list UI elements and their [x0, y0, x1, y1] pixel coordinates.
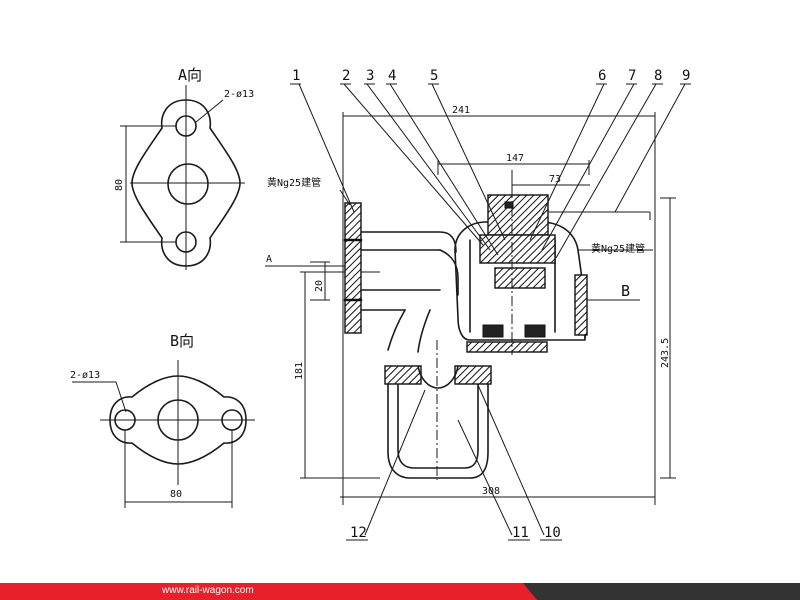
footer-url[interactable]: www.rail-wagon.com — [162, 585, 254, 596]
callout-7: 7 — [628, 68, 636, 84]
callout-10: 10 — [544, 525, 561, 541]
callout-5: 5 — [430, 68, 438, 84]
callout-9: 9 — [682, 68, 690, 84]
footer-red-band — [0, 583, 500, 600]
callout-11: 11 — [512, 525, 529, 541]
arrow-a-label: A — [266, 254, 272, 265]
a-holes-label: 2-ø13 — [224, 89, 254, 100]
a-center-bore — [167, 163, 209, 205]
collector-cup — [387, 369, 489, 479]
footer-bar: www.rail-wagon.com — [0, 580, 800, 600]
callout-8: 8 — [654, 68, 662, 84]
a-view: A向 80 2-ø13 — [114, 66, 254, 270]
callout-2: 2 — [342, 68, 350, 84]
spool — [479, 234, 556, 264]
valve-cap — [487, 194, 549, 236]
b-flange-outline — [109, 375, 247, 465]
callout-12: 12 — [350, 525, 367, 541]
inlet-pipe — [360, 231, 457, 311]
valve-body — [454, 221, 586, 341]
b-view-title: B向 — [170, 332, 194, 350]
a-view-title: A向 — [178, 66, 202, 84]
callout-1: 1 — [292, 68, 300, 84]
b-dim-label: 80 — [170, 489, 182, 500]
dim-20: 20 — [314, 280, 325, 292]
main-assembly: 黄Ng25建管 黄Ng25建管 A B 241 147 73 308 1 — [265, 105, 676, 505]
dim-243-5: 243.5 — [660, 338, 671, 368]
b-view: B向 80 2-ø13 — [70, 332, 255, 508]
outlet-label: 黄Ng25建管 — [591, 242, 645, 255]
inlet-label: 黄Ng25建管 — [267, 176, 321, 189]
callout-4: 4 — [388, 68, 396, 84]
callouts: 1 2 3 4 5 6 7 8 9 10 11 12 — [290, 68, 691, 541]
b-holes-label: 2-ø13 — [70, 370, 100, 381]
callout-6: 6 — [598, 68, 606, 84]
dim-73: 73 — [549, 174, 561, 185]
a-flange-outline — [131, 99, 241, 267]
left-flange-section — [344, 202, 362, 334]
dim-241: 241 — [452, 105, 470, 116]
arrow-b-label: B — [621, 282, 630, 300]
dim-181: 181 — [294, 362, 305, 380]
a-dim-label: 80 — [114, 179, 125, 191]
callout-3: 3 — [366, 68, 374, 84]
b-center-bore — [157, 399, 199, 441]
technical-drawing: A向 80 2-ø13 B向 80 2-ø13 — [70, 66, 691, 541]
dim-147: 147 — [506, 153, 524, 164]
footer-dark-band — [500, 583, 800, 600]
